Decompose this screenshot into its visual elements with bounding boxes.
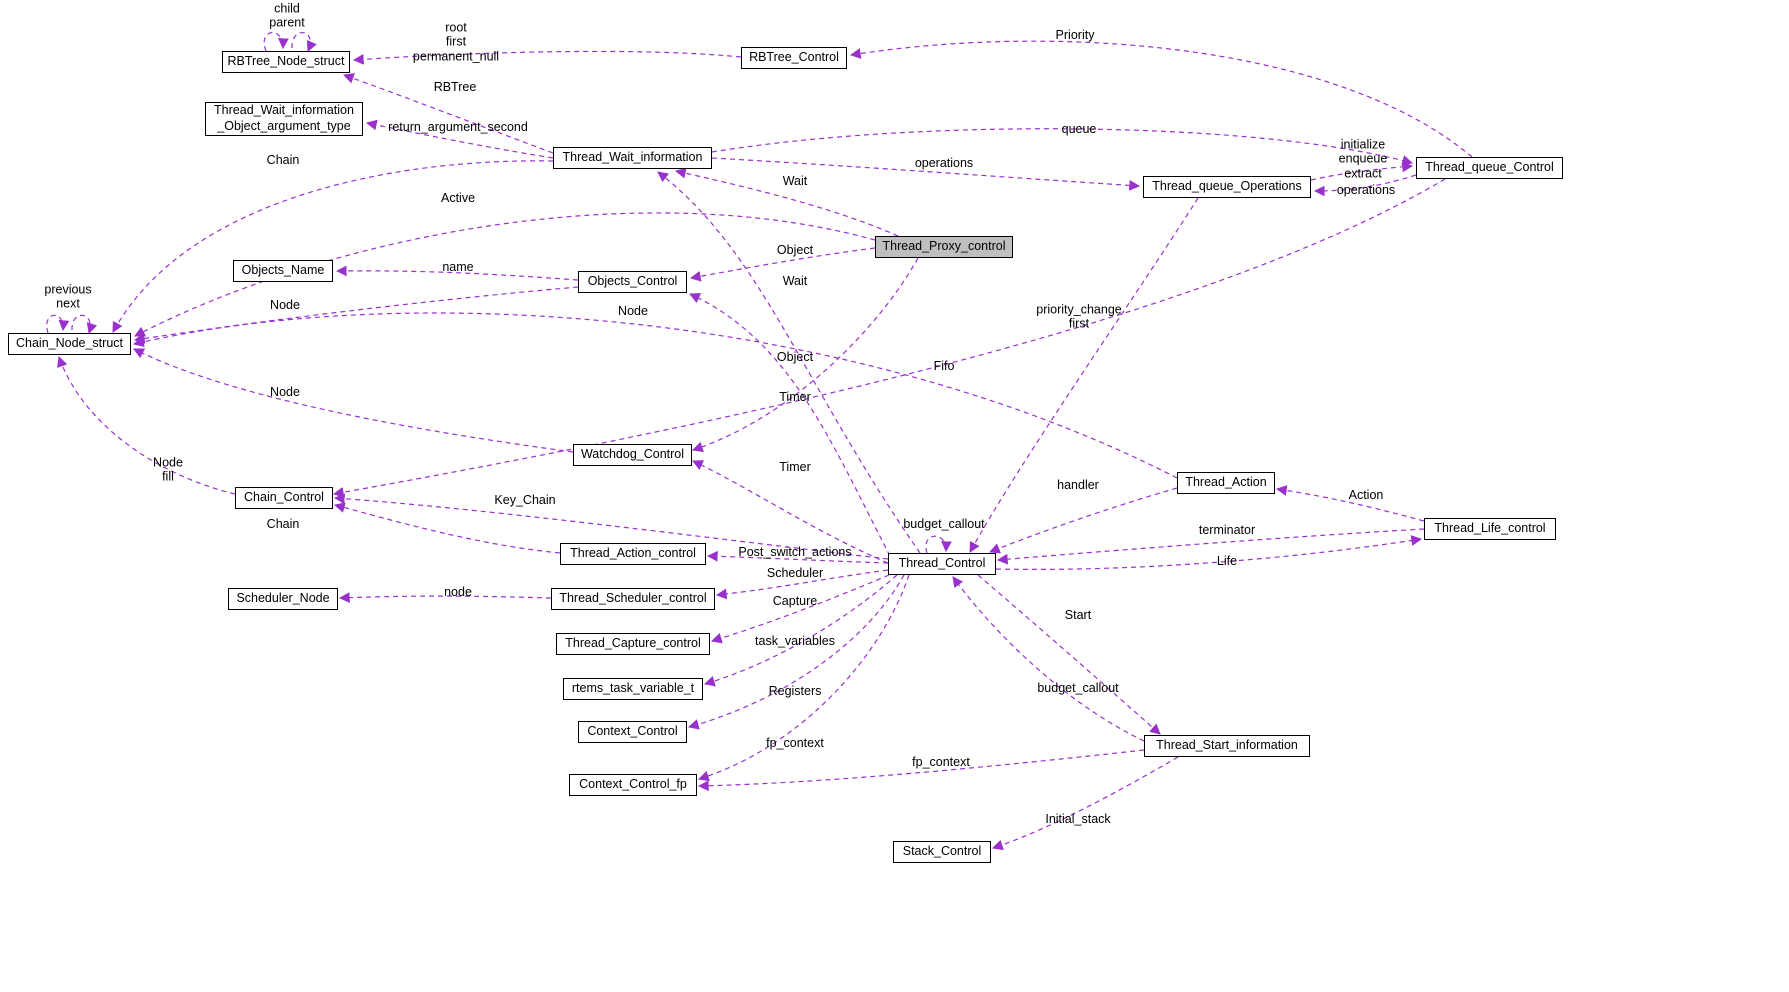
edge-thread-control-to-context-control bbox=[687, 574, 905, 730]
edge-thread-action-control-to-chain-control bbox=[333, 502, 561, 554]
edge-thread-control-to-thread-start-information bbox=[977, 574, 1161, 735]
node-thread-start-information[interactable]: Thread_Start_information bbox=[1144, 735, 1310, 757]
node-stack-control[interactable]: Stack_Control bbox=[893, 841, 991, 863]
edge-thread-wait-information-to-chain-node-struct bbox=[112, 160, 554, 333]
edge-thread-proxy-control-to-thread-wait-information bbox=[674, 167, 899, 237]
edge-thread-start-information-to-thread-control bbox=[952, 576, 1145, 742]
edge-thread-control-to-thread-capture-control bbox=[710, 574, 890, 644]
edge-thread-life-control-to-thread-control bbox=[996, 528, 1425, 565]
edge-thread-control-to-context-control-fp bbox=[697, 574, 910, 782]
edge-thread-control-to-thread-scheduler-control bbox=[715, 569, 889, 600]
node-rtems-task-variable-t[interactable]: rtems_task_variable_t bbox=[563, 678, 703, 700]
edge-thread-control-to-objects-control bbox=[689, 293, 891, 557]
edge-thread-queue-control-to-chain-control bbox=[332, 178, 1446, 498]
edge-thread-queue-operations-to-thread-queue-control bbox=[1310, 161, 1414, 181]
node-watchdog-control[interactable]: Watchdog_Control bbox=[573, 444, 692, 466]
node-thread-action[interactable]: Thread_Action bbox=[1177, 472, 1275, 494]
edge-thread-wait-information-to-thread-queue-operations bbox=[711, 157, 1141, 191]
edge-thread-queue-operations-to-thread-control bbox=[969, 197, 1199, 553]
edge-thread-proxy-control-to-objects-control bbox=[689, 247, 876, 282]
edge-chain-control-to-chain-node-struct bbox=[57, 355, 236, 495]
edge-thread-start-information-to-context-control-fp bbox=[697, 749, 1145, 792]
node-thread-wait-information[interactable]: Thread_Wait_information bbox=[553, 147, 712, 169]
edge-thread-proxy-control-to-chain-node-struct bbox=[134, 212, 876, 337]
node-thread-proxy-control[interactable]: Thread_Proxy_control bbox=[875, 236, 1013, 258]
node-thread-queue-control[interactable]: Thread_queue_Control bbox=[1416, 157, 1563, 179]
edge-thread-control-to-thread-wait-information bbox=[657, 171, 921, 554]
node-chain-node-struct[interactable]: Chain_Node_struct bbox=[8, 333, 131, 355]
edge-thread-action-to-thread-control bbox=[988, 487, 1178, 554]
edge-thread-control-to-chain-control bbox=[333, 493, 889, 560]
edge-thread-scheduler-control-to-scheduler-node bbox=[338, 592, 552, 604]
node-objects-control[interactable]: Objects_Control bbox=[578, 271, 687, 293]
node-chain-control[interactable]: Chain_Control bbox=[235, 487, 333, 509]
node-thread-life-control[interactable]: Thread_Life_control bbox=[1424, 518, 1556, 540]
node-thread-queue-operations[interactable]: Thread_queue_Operations bbox=[1143, 176, 1311, 198]
edge-thread-control-to-rtems-task-variable-t bbox=[703, 574, 898, 687]
node-rbtree-control[interactable]: RBTree_Control bbox=[741, 47, 847, 69]
edge-rbtree-node-struct-to-rbtree-node-struct bbox=[291, 32, 317, 52]
edge-thread-wait-information-to-thread-wait-information-object-argument-type bbox=[365, 119, 554, 159]
edge-thread-start-information-to-stack-control bbox=[991, 756, 1179, 851]
edge-watchdog-control-to-chain-node-struct bbox=[133, 348, 574, 453]
edge-chain-node-struct-to-chain-node-struct bbox=[71, 314, 98, 335]
edge-thread-life-control-to-thread-action bbox=[1275, 485, 1425, 522]
edge-thread-control-to-thread-action-control bbox=[706, 550, 889, 564]
node-rbtree-node-struct[interactable]: RBTree_Node_struct bbox=[222, 51, 350, 73]
node-thread-capture-control[interactable]: Thread_Capture_control bbox=[556, 633, 710, 655]
node-scheduler-node[interactable]: Scheduler_Node bbox=[228, 588, 338, 610]
node-thread-control[interactable]: Thread_Control bbox=[888, 553, 996, 575]
node-context-control[interactable]: Context_Control bbox=[578, 721, 687, 743]
node-thread-scheduler-control[interactable]: Thread_Scheduler_control bbox=[551, 588, 715, 610]
node-context-control-fp[interactable]: Context_Control_fp bbox=[569, 774, 697, 796]
edge-thread-wait-information-to-rbtree-node-struct bbox=[342, 73, 554, 154]
edge-thread-queue-control-to-rbtree-control bbox=[849, 40, 1473, 158]
edge-rbtree-node-struct-to-rbtree-node-struct bbox=[263, 32, 289, 52]
edge-thread-control-to-thread-life-control bbox=[995, 535, 1423, 571]
node-thread-wait-information-object-argument-type[interactable]: Thread_Wait_information _Object_argument… bbox=[205, 102, 363, 136]
edge-thread-proxy-control-to-watchdog-control bbox=[691, 257, 919, 453]
edge-thread-control-to-thread-control bbox=[925, 535, 952, 554]
edge-rbtree-control-to-rbtree-node-struct bbox=[352, 50, 742, 65]
node-objects-name[interactable]: Objects_Name bbox=[233, 260, 333, 282]
edge-objects-control-to-objects-name bbox=[335, 265, 579, 281]
edge-objects-control-to-chain-node-struct bbox=[133, 286, 579, 344]
edge-thread-queue-control-to-thread-queue-operations bbox=[1313, 174, 1417, 197]
node-thread-action-control[interactable]: Thread_Action_control bbox=[560, 543, 706, 565]
edge-thread-wait-information-to-thread-queue-control bbox=[711, 128, 1414, 166]
edge-thread-control-to-watchdog-control bbox=[692, 460, 889, 564]
edge-chain-node-struct-to-chain-node-struct bbox=[46, 314, 70, 334]
